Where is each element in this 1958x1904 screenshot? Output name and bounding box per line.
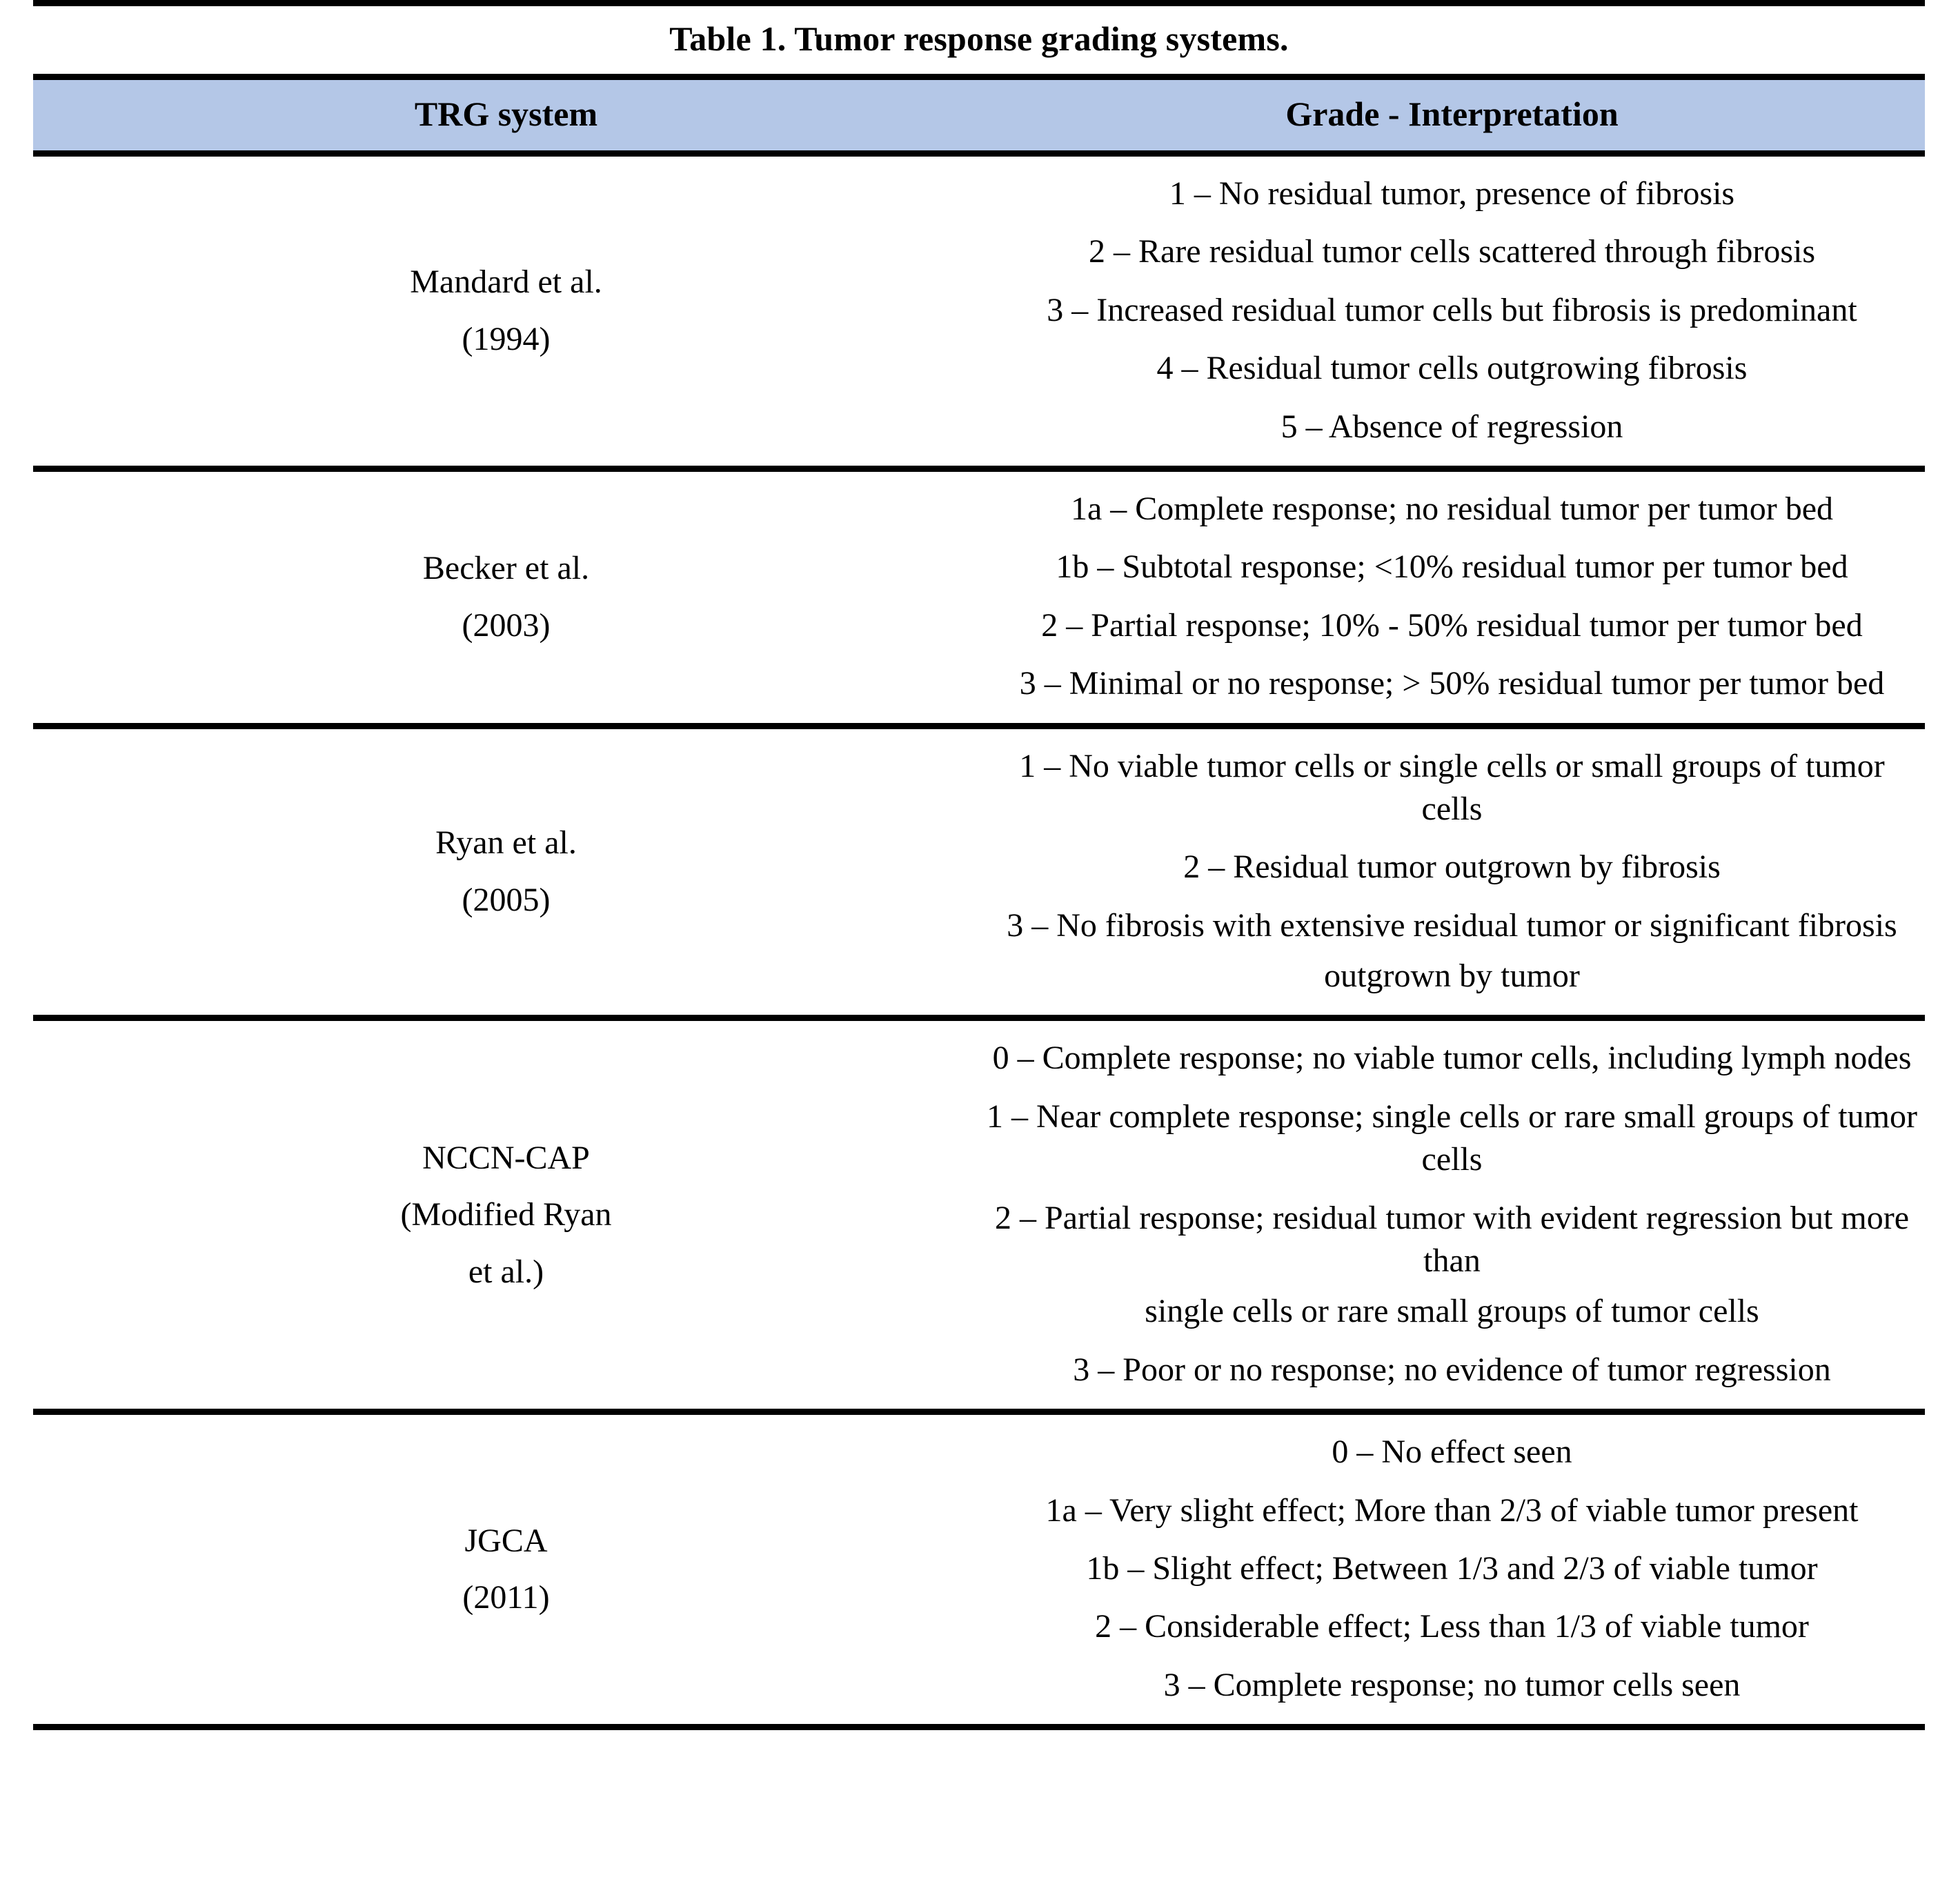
table-row: Becker et al. (2003) 1a – Complete respo… <box>33 468 1925 726</box>
table-row: NCCN-CAP (Modified Ryan et al.) 0 – Comp… <box>33 1018 1925 1412</box>
column-header-trg-system: TRG system <box>414 95 598 133</box>
grade-line: 2 – Partial response; residual tumor wit… <box>994 1199 1910 1280</box>
grade-line: 1a – Complete response; no residual tumo… <box>1070 490 1834 527</box>
grades-cell-nccn-cap: 0 – Complete response; no viable tumor c… <box>979 1018 1925 1412</box>
grade-line: 2 – Residual tumor outgrown by fibrosis <box>1183 849 1721 886</box>
grade-line: 0 – Complete response; no viable tumor c… <box>992 1040 1912 1077</box>
table-row: Ryan et al. (2005) 1 – No viable tumor c… <box>33 726 1925 1018</box>
column-header-grade-interpretation: Grade - Interpretation <box>1285 95 1619 133</box>
grade-line-continuation: outgrown by tumor <box>1324 958 1580 995</box>
caption-row: Table 1. Tumor response grading systems. <box>33 3 1925 77</box>
grade-line: 3 – Increased residual tumor cells but f… <box>1047 291 1857 328</box>
grade-line: 3 – Minimal or no response; > 50% residu… <box>1019 665 1885 702</box>
table-head: Table 1. Tumor response grading systems.… <box>33 3 1925 154</box>
grade-line-continuation: single cells or rare small groups of tum… <box>1145 1293 1759 1330</box>
grades-cell-ryan: 1 – No viable tumor cells or single cell… <box>979 726 1925 1018</box>
system-label-ryan: Ryan et al. (2005) <box>435 824 577 918</box>
grade-line: 5 – Absence of regression <box>1280 408 1623 445</box>
table-body: Mandard et al. (1994) 1 – No residual tu… <box>33 154 1925 1727</box>
table-row: Mandard et al. (1994) 1 – No residual tu… <box>33 154 1925 469</box>
tumor-response-grading-table: Table 1. Tumor response grading systems.… <box>33 0 1925 1730</box>
grades-cell-jgca: 0 – No effect seen 1a – Very slight effe… <box>979 1412 1925 1727</box>
grade-line: 1b – Subtotal response; <10% residual tu… <box>1056 548 1848 586</box>
grade-line: 1a – Very slight effect; More than 2/3 o… <box>1045 1491 1859 1529</box>
table-container: Table 1. Tumor response grading systems.… <box>33 0 1925 1730</box>
grades-cell-mandard: 1 – No residual tumor, presence of fibro… <box>979 154 1925 469</box>
system-label-jgca: JGCA (2011) <box>462 1522 550 1616</box>
system-label-nccn-cap: NCCN-CAP (Modified Ryan et al.) <box>400 1139 612 1290</box>
grade-line: 2 – Partial response; 10% - 50% residual… <box>1041 606 1863 644</box>
grades-cell-becker: 1a – Complete response; no residual tumo… <box>979 468 1925 726</box>
grade-line: 3 – Poor or no response; no evidence of … <box>1073 1351 1831 1388</box>
grade-line: 0 – No effect seen <box>1332 1434 1572 1471</box>
grade-line: 1b – Slight effect; Between 1/3 and 2/3 … <box>1086 1549 1818 1587</box>
column-header-row: TRG system Grade - Interpretation <box>33 77 1925 154</box>
grade-line: 2 – Rare residual tumor cells scattered … <box>1088 233 1816 270</box>
grade-line: 1 – No residual tumor, presence of fibro… <box>1169 175 1735 212</box>
system-label-becker: Becker et al. (2003) <box>422 550 590 644</box>
grade-line: 3 – Complete response; no tumor cells se… <box>1163 1666 1741 1703</box>
table-row: JGCA (2011) 0 – No effect seen 1a – Very… <box>33 1412 1925 1727</box>
grade-line: 1 – Near complete response; single cells… <box>987 1098 1917 1178</box>
grade-line: 4 – Residual tumor cells outgrowing fibr… <box>1156 350 1748 387</box>
grade-line: 1 – No viable tumor cells or single cell… <box>1019 747 1885 827</box>
system-label-mandard: Mandard et al. (1994) <box>410 264 602 357</box>
grade-line: 3 – No fibrosis with extensive residual … <box>1007 906 1897 944</box>
grade-line: 2 – Considerable effect; Less than 1/3 o… <box>1095 1608 1809 1645</box>
table-caption: Table 1. Tumor response grading systems. <box>669 19 1289 58</box>
